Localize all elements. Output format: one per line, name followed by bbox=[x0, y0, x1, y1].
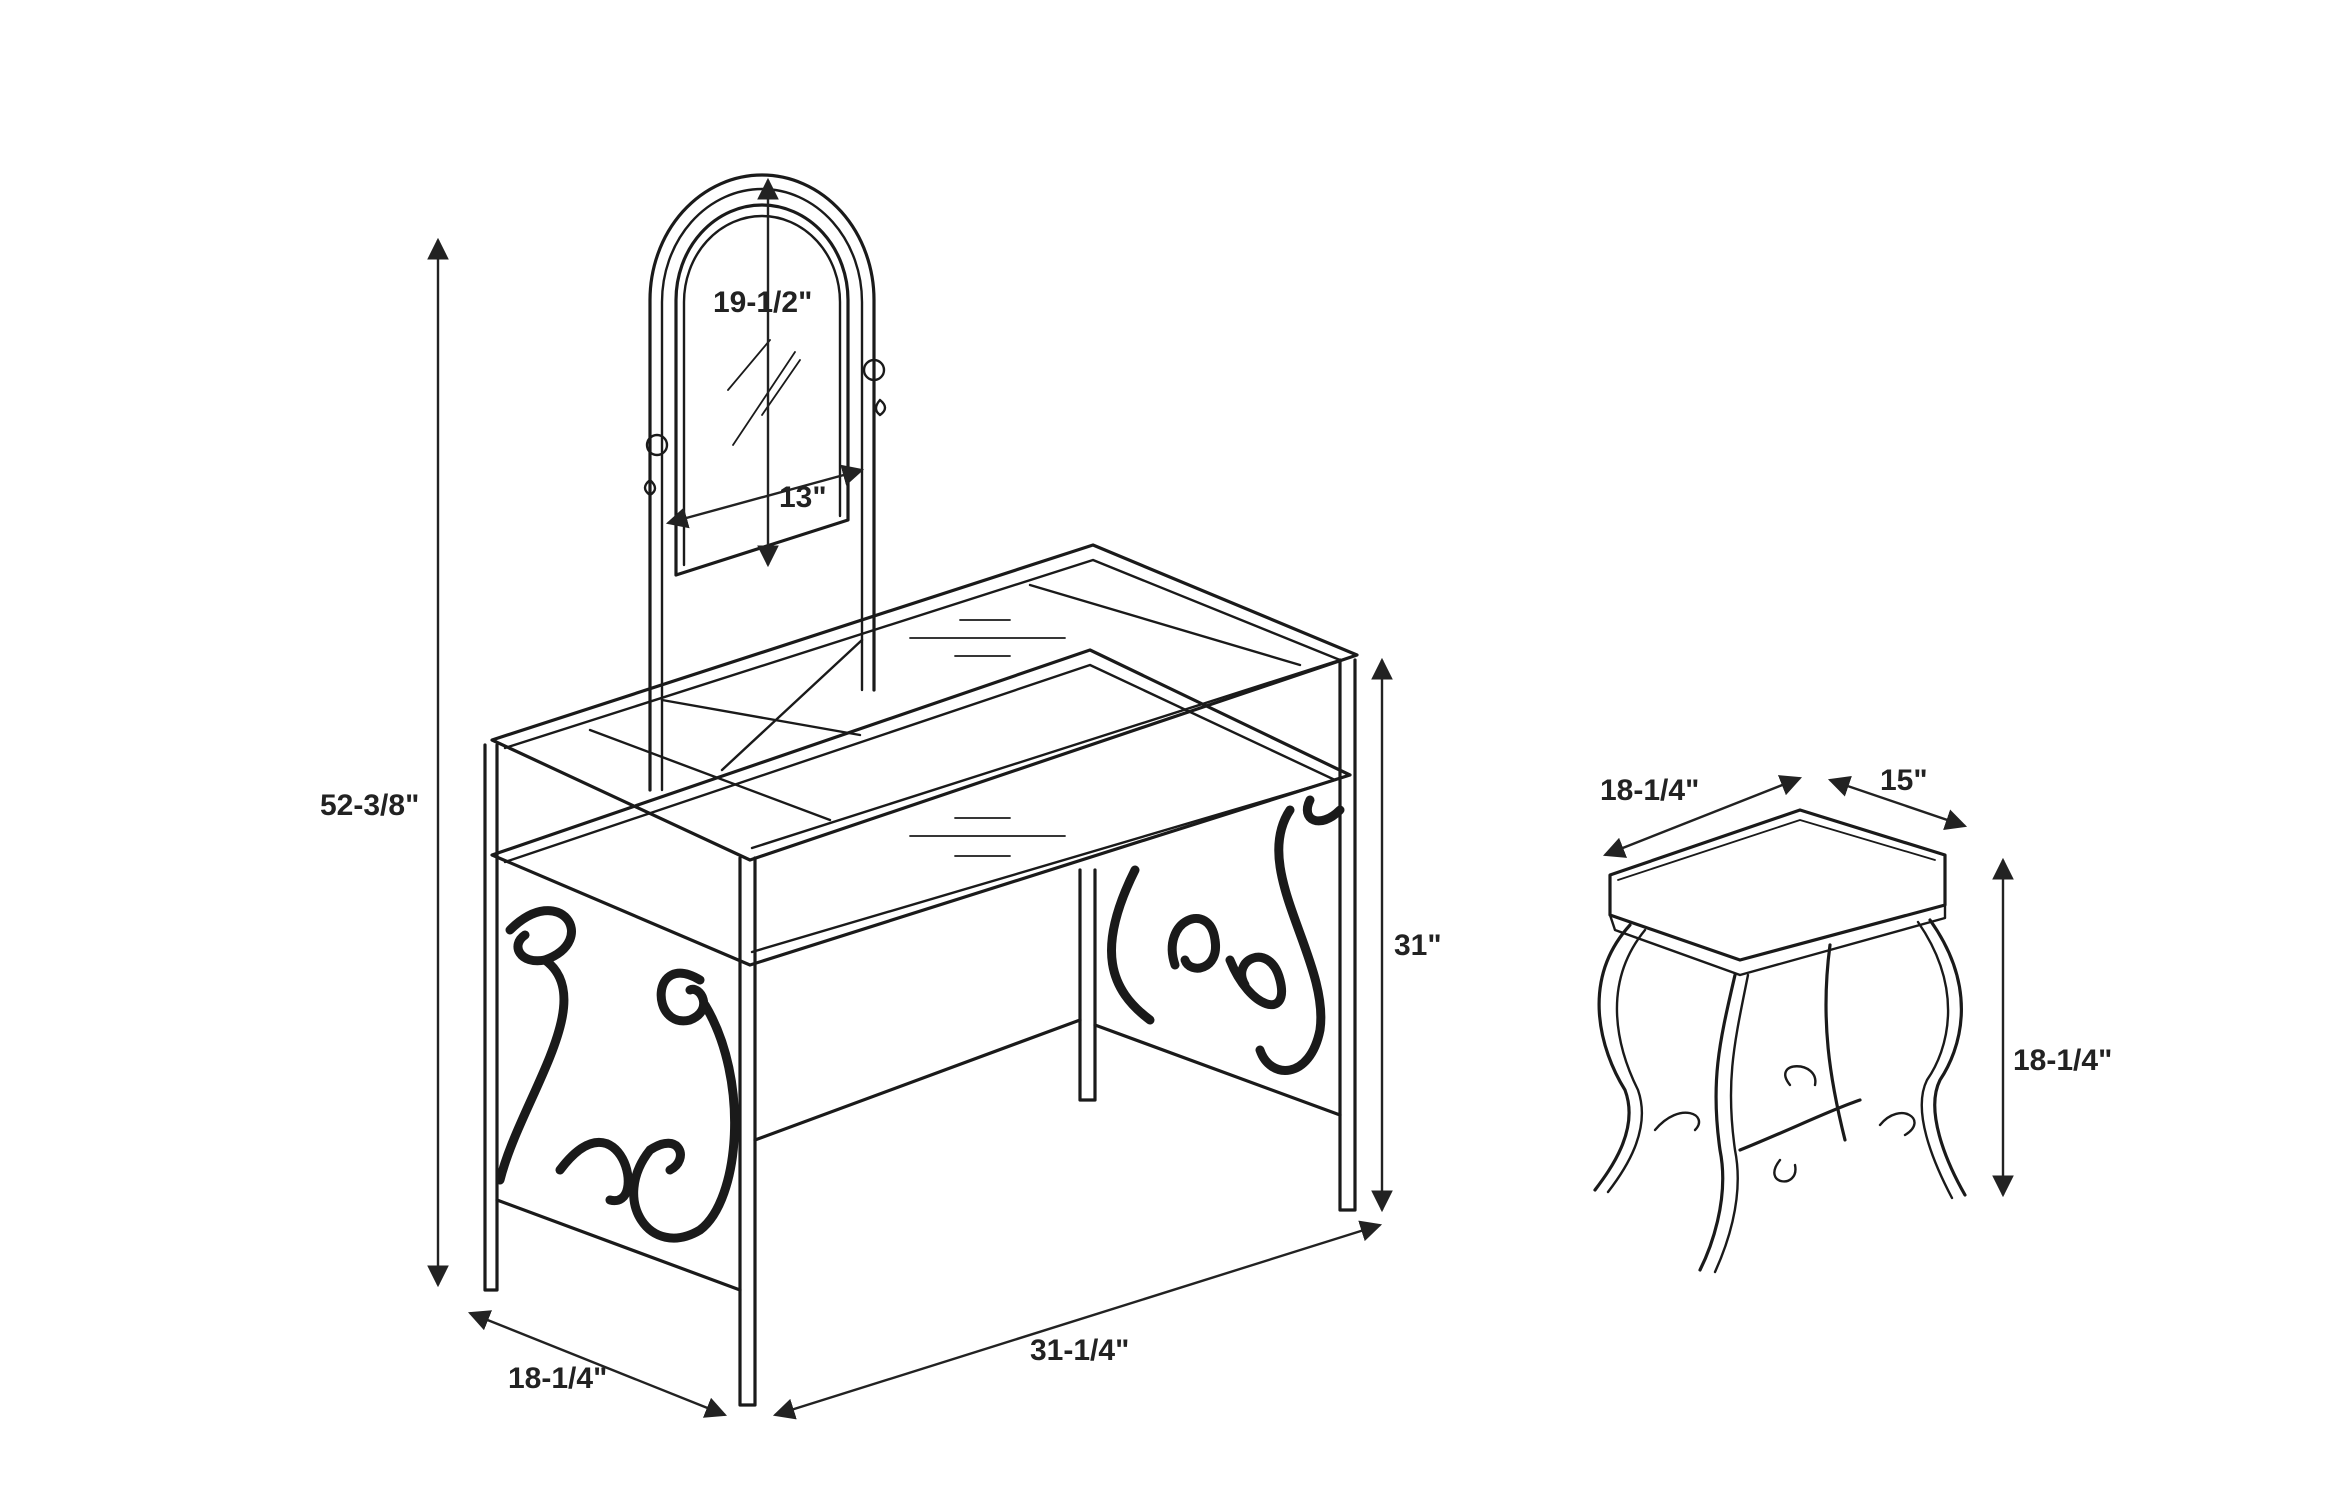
mirror-knob-left bbox=[643, 433, 669, 497]
label-total-height: 52-3/8" bbox=[320, 789, 419, 822]
glass-reflection-marks bbox=[909, 619, 1066, 857]
label-stool-depth: 15" bbox=[1880, 764, 1928, 797]
label-table-depth: 18-1/4" bbox=[508, 1362, 607, 1395]
dim-line-mirror-width bbox=[665, 464, 865, 529]
vanity-mirror bbox=[643, 173, 887, 792]
dim-line-stool-depth bbox=[1827, 776, 1968, 830]
dim-line-table-width bbox=[772, 1220, 1383, 1420]
dim-line-table-depth bbox=[467, 1310, 728, 1418]
mirror-knob-right bbox=[862, 358, 887, 417]
label-table-height: 31" bbox=[1394, 929, 1442, 962]
vanity-table bbox=[483, 543, 1359, 1407]
label-mirror-height: 19-1/2" bbox=[713, 286, 812, 319]
vanity-stool bbox=[1593, 808, 1967, 1274]
dimension-lines bbox=[427, 177, 2014, 1420]
label-stool-width: 18-1/4" bbox=[1600, 774, 1699, 807]
scroll-ornament-right bbox=[1107, 795, 1345, 1075]
dim-line-stool-width bbox=[1602, 775, 1803, 858]
scroll-ornament-left bbox=[495, 906, 740, 1243]
label-table-width: 31-1/4" bbox=[1030, 1334, 1129, 1367]
label-stool-height: 18-1/4" bbox=[2013, 1044, 2112, 1077]
dimension-labels: 52-3/8" 19-1/2" 13" 31" 18-1/4" 31-1/4" … bbox=[320, 286, 2112, 1395]
label-mirror-width: 13" bbox=[779, 481, 827, 514]
